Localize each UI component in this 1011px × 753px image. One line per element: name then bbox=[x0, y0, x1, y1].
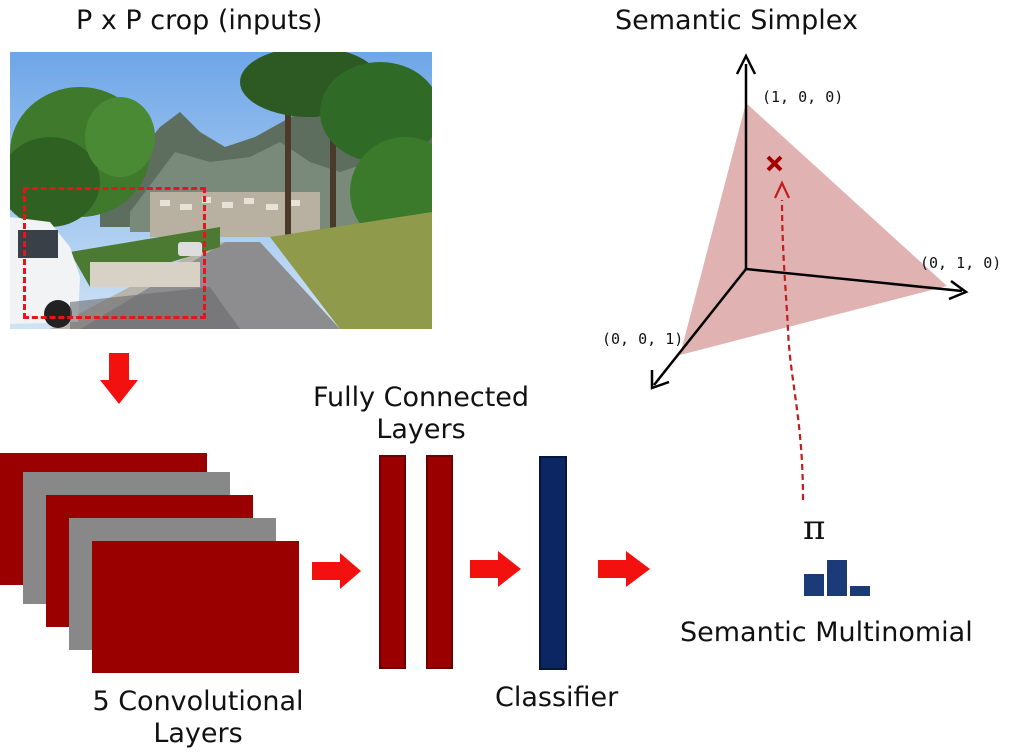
right-arrow-icon bbox=[312, 553, 361, 589]
crop-region-box bbox=[23, 187, 206, 319]
simplex-title: Semantic Simplex bbox=[615, 5, 858, 36]
conv-layer-5 bbox=[92, 541, 299, 673]
vertex-label-2: (0, 1, 0) bbox=[920, 254, 1002, 272]
simplex-triangle bbox=[680, 103, 947, 355]
fc-layer-1 bbox=[379, 455, 406, 669]
down-arrow-icon bbox=[100, 353, 138, 404]
x-mark-icon bbox=[766, 155, 783, 172]
fc-title-line1: Fully Connected bbox=[312, 382, 530, 413]
right-arrow-icon bbox=[470, 551, 521, 587]
input-photo bbox=[10, 52, 432, 329]
fc-title-line2: Layers bbox=[376, 414, 466, 445]
fc-layer-2 bbox=[426, 455, 453, 669]
fc-title: Fully Connected Layers bbox=[292, 382, 550, 446]
right-arrow-icon bbox=[598, 551, 650, 587]
conv-title: 5 Convolutional Layers bbox=[62, 686, 334, 750]
histogram-bar bbox=[804, 574, 824, 596]
dashed-arrowhead bbox=[774, 180, 790, 199]
pi-symbol: π bbox=[803, 508, 826, 548]
multinomial-label: Semantic Multinomial bbox=[680, 617, 973, 648]
axis-x bbox=[745, 267, 963, 293]
classifier-label: Classifier bbox=[495, 682, 619, 713]
vertex-label-3: (0, 0, 1) bbox=[602, 330, 684, 348]
histogram-bar bbox=[850, 586, 870, 596]
axis-x-arrowhead bbox=[948, 279, 969, 301]
input-title: P x P crop (inputs) bbox=[76, 5, 323, 36]
dashed-projection-line bbox=[780, 199, 805, 501]
axis-z-arrowhead bbox=[735, 53, 757, 75]
conv-title-line1: 5 Convolutional bbox=[92, 686, 304, 717]
street-scene-illustration bbox=[10, 52, 432, 329]
multinomial-histogram bbox=[804, 556, 878, 596]
classifier-layer bbox=[539, 456, 567, 670]
conv-title-line2: Layers bbox=[153, 718, 243, 749]
histogram-bar bbox=[827, 560, 847, 596]
axis-y bbox=[653, 268, 747, 386]
axis-y-arrowhead bbox=[650, 370, 670, 390]
vertex-label-1: (1, 0, 0) bbox=[762, 88, 844, 106]
